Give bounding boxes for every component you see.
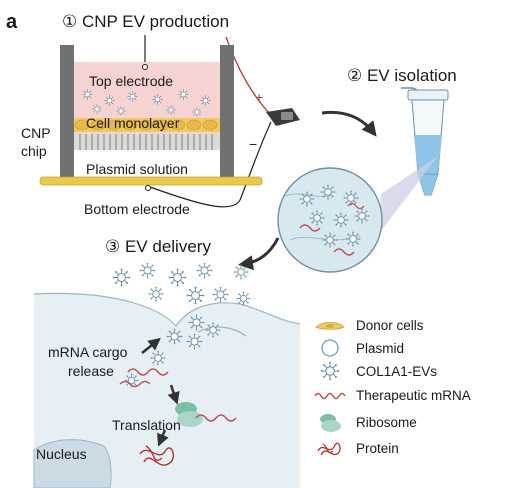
lower-chamber: [74, 146, 220, 176]
arrow-to-release: [141, 337, 161, 354]
arrow-to-protein: [157, 429, 169, 447]
bottom-electrode-label: Bottom electrode: [84, 201, 190, 217]
protein-product-icon: [139, 445, 175, 466]
legend-item-plasmid: Plasmid: [314, 337, 404, 359]
negative-wire: [149, 121, 272, 208]
cell-monolayer: [74, 118, 220, 132]
ev-icon: [320, 361, 340, 381]
ribosome-icon: [320, 414, 341, 432]
mrna-icon: [314, 392, 346, 400]
translation-label: Translation: [112, 417, 181, 433]
plasmid-icon: [321, 339, 339, 357]
mrna-release-label-line1: mRNA cargo: [48, 344, 128, 360]
cnp-device: [39, 45, 263, 191]
plasmid-solution-label: Plasmid solution: [86, 161, 188, 177]
legend-label: COL1A1-EVs: [356, 363, 438, 379]
legend-item-ribosome: Ribosome: [314, 411, 417, 433]
isolation-arrow: [321, 110, 377, 137]
legend-label: Therapeutic mRNA: [356, 387, 471, 403]
protein-icon: [317, 442, 341, 456]
power-source-icon: [266, 108, 300, 126]
donor-cell-icon: [315, 322, 345, 330]
panel-label: a: [6, 11, 18, 33]
magnified-ev-view: [277, 167, 383, 273]
step3-title: ③ EV delivery: [105, 237, 211, 256]
bottom-electrode-terminal: [145, 185, 151, 191]
mrna-release-label-line2: release: [68, 363, 114, 379]
legend-label: Plasmid: [356, 340, 405, 356]
right-wall: [220, 45, 234, 179]
bottom-electrode: [39, 176, 263, 186]
recipient-cell: [33, 292, 301, 488]
released-mrna: [127, 368, 169, 376]
nanochannel-membrane: [74, 134, 220, 150]
legend-label: Donor cells: [356, 317, 424, 333]
nucleus-label: Nucleus: [36, 446, 87, 462]
top-electrode-terminal: [142, 64, 148, 70]
left-wall: [60, 45, 74, 179]
cell-monolayer-label: Cell monolayer: [86, 115, 180, 131]
released-mrna-2: [119, 380, 151, 388]
delivery-arrow: [238, 237, 280, 271]
ribosome-on-mrna: [175, 402, 203, 427]
legend-item-col1a1-evs: COL1A1-EVs: [314, 360, 437, 382]
legend-item-protein: Protein: [314, 437, 399, 459]
legend-label: Protein: [356, 440, 399, 456]
minus-sign: −: [249, 136, 257, 152]
plus-sign: +: [255, 89, 263, 105]
translated-mrna: [195, 414, 237, 422]
chip-label-line1: CNP: [21, 125, 51, 141]
magnification-beam: [378, 156, 438, 235]
top-electrode-label: Top electrode: [89, 73, 173, 89]
arrow-to-translation: [167, 384, 180, 405]
legend-item-therapeutic-mrna: Therapeutic mRNA: [314, 384, 471, 406]
step1-title: ① CNP EV production: [62, 12, 229, 31]
step2-title: ② EV isolation: [347, 66, 457, 85]
legend-item-donor-cells: Donor cells: [314, 314, 424, 336]
legend-label: Ribosome: [356, 414, 417, 430]
chip-label-line2: chip: [21, 143, 47, 159]
